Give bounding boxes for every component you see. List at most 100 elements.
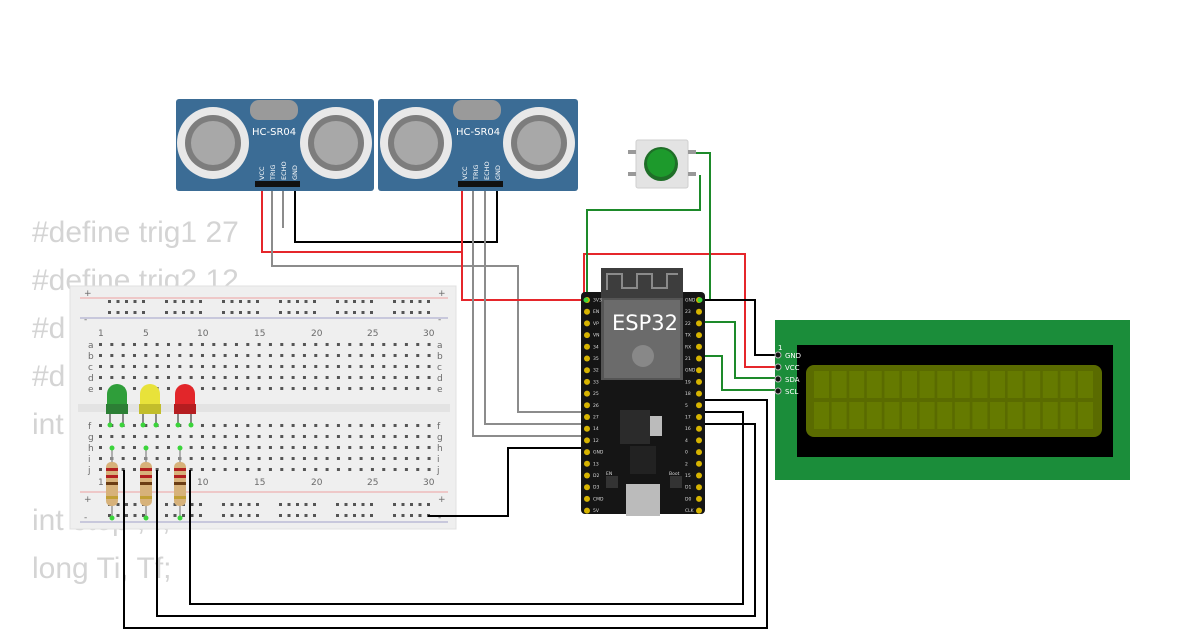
hole <box>110 354 114 357</box>
hole <box>291 387 295 390</box>
breadboard[interactable]: + + - - 1 5 10 15 20 25 30 a b c d e f g… <box>69 285 457 530</box>
esp32-pin[interactable] <box>696 414 702 420</box>
hole <box>393 468 397 471</box>
hole <box>189 343 193 346</box>
esp32-pin[interactable] <box>584 437 590 444</box>
esp32-pin[interactable] <box>584 378 590 385</box>
lcd-display[interactable]: 1 GND VCC SDA SCL <box>774 320 1130 480</box>
boot-button[interactable] <box>670 476 682 488</box>
esp32-pin[interactable] <box>584 390 590 397</box>
esp32-pin[interactable] <box>696 484 702 491</box>
hole <box>178 354 182 357</box>
hole <box>189 435 193 438</box>
wire-green[interactable] <box>696 355 777 391</box>
led-yellow[interactable] <box>139 384 161 426</box>
rail-minus-label: - <box>84 315 87 325</box>
wire-gray[interactable] <box>484 185 584 425</box>
wire-gray[interactable] <box>271 185 584 413</box>
pushbutton-cap[interactable] <box>647 149 675 177</box>
esp32-pin[interactable] <box>696 343 702 350</box>
hole <box>325 468 329 471</box>
esp32-pin[interactable] <box>696 449 702 456</box>
col-num: 5 <box>143 329 149 339</box>
esp32-pin[interactable] <box>584 308 590 315</box>
wire-green[interactable] <box>696 321 777 379</box>
esp32-pin[interactable] <box>696 378 702 385</box>
hole <box>314 376 318 379</box>
hole <box>178 343 182 346</box>
esp32-pin[interactable] <box>696 437 702 444</box>
esp32-pin[interactable] <box>696 507 702 514</box>
esp32-pin[interactable] <box>696 425 702 432</box>
esp32-pin[interactable] <box>584 320 590 327</box>
hole <box>302 424 306 427</box>
wire-red[interactable] <box>461 185 584 301</box>
hole <box>359 424 363 427</box>
col-num: 25 <box>367 329 378 339</box>
esp32-pin[interactable] <box>696 460 702 467</box>
esp32-pin[interactable] <box>584 425 590 432</box>
pin-label: VCC <box>258 166 266 180</box>
esp32-board[interactable]: ESP32 3V3ENVPVN343532332526271412GND13D2… <box>581 268 705 516</box>
hole <box>359 387 363 390</box>
wire-black[interactable] <box>696 299 777 356</box>
resistor-3[interactable] <box>174 450 186 520</box>
esp32-pin[interactable] <box>584 367 590 374</box>
esp32-pin[interactable] <box>696 367 702 374</box>
esp32-pin[interactable] <box>584 507 590 514</box>
en-button[interactable] <box>606 476 618 488</box>
hole <box>125 503 128 506</box>
resistor-2[interactable] <box>140 450 152 520</box>
esp32-pin[interactable] <box>584 495 590 502</box>
hole <box>182 514 185 517</box>
esp32-pin-label: 17 <box>685 415 691 421</box>
esp32-pin[interactable] <box>584 332 590 339</box>
esp32-pin[interactable] <box>584 414 590 420</box>
esp32-pin[interactable] <box>696 355 702 362</box>
esp32-pin[interactable] <box>584 355 590 362</box>
esp32-pin[interactable] <box>696 308 702 315</box>
pin-label: ECHO <box>280 161 288 180</box>
wire-black[interactable] <box>294 185 498 243</box>
esp32-pin[interactable] <box>584 343 590 350</box>
esp32-pin[interactable] <box>696 472 702 479</box>
wire-gray[interactable] <box>472 185 584 437</box>
wire-black[interactable] <box>156 423 756 617</box>
ultrasonic-sensor-1[interactable]: HC-SR04 VCC TRIG ECHO GND <box>176 99 374 191</box>
ultrasonic-sensor-2[interactable]: HC-SR04 VCC TRIG ECHO GND <box>378 99 578 191</box>
wire-green[interactable] <box>586 175 701 300</box>
hole <box>348 435 352 438</box>
hole <box>142 514 145 517</box>
wire-black[interactable] <box>428 447 584 517</box>
esp32-pin[interactable] <box>696 320 702 327</box>
hole <box>212 387 216 390</box>
row-letter: a <box>88 341 94 351</box>
hole <box>370 435 374 438</box>
esp32-pin[interactable] <box>696 332 702 339</box>
led-green[interactable] <box>106 384 128 426</box>
hole <box>353 300 356 303</box>
esp32-pin[interactable] <box>584 402 590 409</box>
hole <box>199 311 202 314</box>
esp32-pin[interactable] <box>584 484 590 491</box>
esp32-pin-label: GND <box>685 298 696 304</box>
esp32-pin[interactable] <box>584 449 590 456</box>
hole <box>336 457 340 460</box>
rail-plus-label-bottom-right: + <box>438 495 446 505</box>
hole <box>132 343 136 346</box>
esp32-pin[interactable] <box>696 390 702 397</box>
lcd-cell <box>937 402 953 429</box>
wire-black[interactable] <box>123 399 768 629</box>
esp32-pin[interactable] <box>584 472 590 479</box>
esp32-pin[interactable] <box>696 402 702 409</box>
hole <box>222 514 225 517</box>
hole <box>223 424 227 427</box>
pushbutton[interactable] <box>628 139 696 189</box>
wire-black[interactable] <box>189 411 744 605</box>
esp32-pin[interactable] <box>584 460 590 467</box>
wire-red[interactable] <box>583 253 777 368</box>
resistor-1[interactable] <box>106 450 118 520</box>
esp32-pin[interactable] <box>696 495 702 502</box>
wire-red[interactable] <box>261 185 462 253</box>
led-red[interactable] <box>174 384 196 426</box>
